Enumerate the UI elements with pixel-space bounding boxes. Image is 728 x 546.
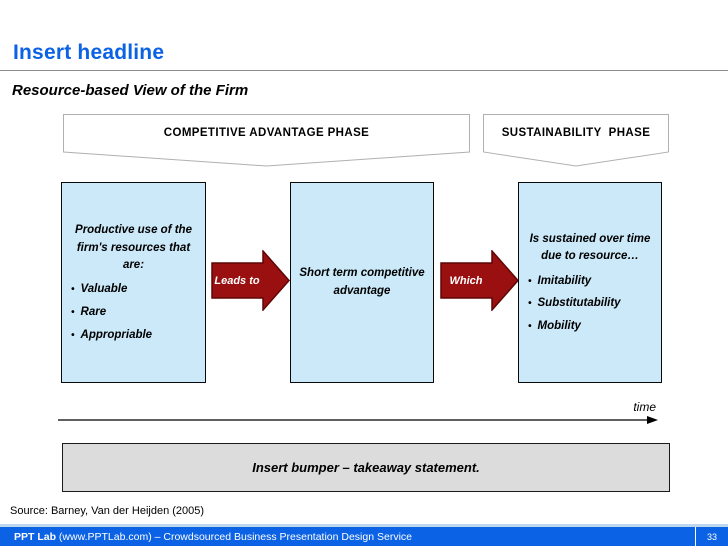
- arrow-leads-to: Leads to: [211, 250, 290, 311]
- source-note: Source: Barney, Van der Heijden (2005): [10, 505, 205, 517]
- bullet-text: Valuable: [80, 283, 128, 296]
- bullet-text: Rare: [80, 305, 107, 318]
- bullet-icon: •: [71, 306, 75, 318]
- bumper-statement: Insert bumper – takeaway statement.: [62, 443, 670, 492]
- box-productive-resources: Productive use of the firm's resources t…: [61, 182, 206, 383]
- box-short-term-advantage: Short term competitive advantage: [290, 182, 434, 383]
- box-heading: Is sustained over time due to resource…: [529, 233, 651, 263]
- bullet-icon: •: [528, 321, 532, 333]
- bullet-icon: •: [528, 275, 532, 287]
- phase-label-competitive-advantage: COMPETITIVE ADVANTAGE PHASE: [163, 127, 370, 139]
- time-arrow-icon: [58, 416, 658, 424]
- list-item: • Mobility: [526, 320, 654, 334]
- bullet-text: Imitability: [537, 274, 592, 287]
- right-arrow-icon: [440, 250, 519, 311]
- bullet-icon: •: [71, 284, 75, 296]
- page-title: Insert headline: [13, 41, 165, 64]
- slide-subtitle: Resource-based View of the Firm: [12, 82, 249, 99]
- headline-divider: [0, 70, 728, 71]
- footer-service-text: (www.PPTLab.com) – Crowdsourced Business…: [56, 530, 413, 543]
- bullet-icon: •: [528, 298, 532, 310]
- footer-text: PPT Lab (www.PPTLab.com) – Crowdsourced …: [0, 531, 412, 543]
- arrow-label: Which: [449, 274, 483, 287]
- bullet-text: Appropriable: [80, 328, 153, 341]
- list-item: • Rare: [69, 306, 198, 320]
- list-item: • Imitability: [526, 275, 654, 289]
- bullet-text: Mobility: [537, 320, 581, 333]
- phase-banner-competitive-advantage: COMPETITIVE ADVANTAGE PHASE: [63, 114, 470, 167]
- bullet-icon: •: [71, 329, 75, 341]
- footer-bar: PPT Lab (www.PPTLab.com) – Crowdsourced …: [0, 527, 728, 546]
- phase-banner-sustainability: SUSTAINABILITY PHASE: [483, 114, 669, 167]
- footer-brand: PPT Lab: [14, 530, 57, 543]
- list-item: • Appropriable: [69, 329, 198, 343]
- phase-label-sustainability: SUSTAINABILITY PHASE: [501, 127, 651, 139]
- footer-accent-line: [0, 524, 728, 527]
- right-arrow-icon: [211, 250, 290, 311]
- box-sustained-over-time: Is sustained over time due to resource… …: [518, 182, 662, 383]
- arrow-which: Which: [440, 250, 519, 311]
- list-item: • Valuable: [69, 283, 198, 297]
- box-heading: Productive use of the firm's resources t…: [75, 224, 192, 271]
- list-item: • Substitutability: [526, 297, 654, 311]
- arrow-label: Leads to: [214, 274, 260, 287]
- bullet-text: Substitutability: [537, 297, 621, 310]
- banner-pointer-shape: [483, 114, 669, 167]
- page-number: 33: [695, 527, 728, 546]
- banner-pointer-shape: [63, 114, 470, 167]
- box-heading: Short term competitive advantage: [299, 267, 425, 297]
- time-axis-label: time: [633, 400, 656, 414]
